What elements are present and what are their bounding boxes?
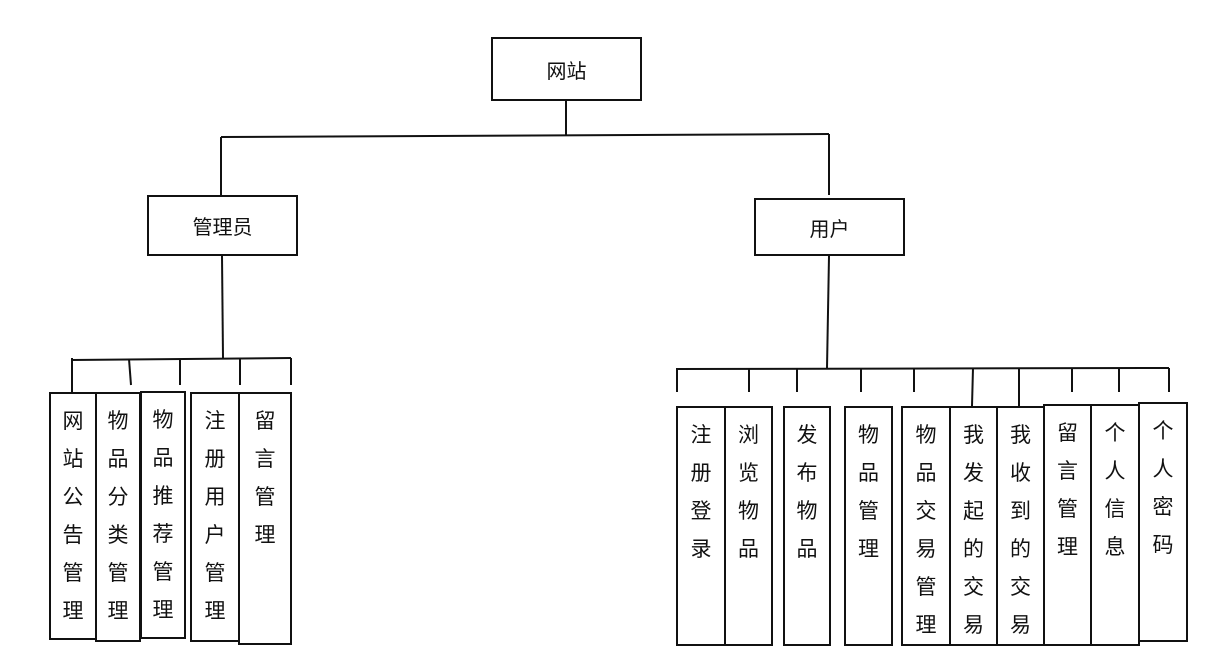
- leaf-node-admin: 注 册 用 户 管 理: [190, 392, 240, 642]
- leaf-node-label: 我 发 起 的 交 易: [963, 423, 984, 637]
- connector-user-bar: [676, 367, 1170, 370]
- leaf-node-label: 网 站 公 告 管 理: [62, 409, 84, 623]
- connector-user-tick: [971, 367, 974, 407]
- leaf-node-label: 我 收 到 的 交 易: [1010, 423, 1031, 637]
- branch-node-user: 用户: [754, 198, 905, 256]
- leaf-node-user: 物 品 交 易 管 理: [901, 406, 951, 646]
- leaf-node-label: 注 册 用 户 管 理: [204, 409, 226, 623]
- leaf-node-admin: 网 站 公 告 管 理: [49, 392, 97, 640]
- leaf-node-user: 发 布 物 品: [783, 406, 831, 646]
- leaf-node-user: 物 品 管 理: [844, 406, 893, 646]
- leaf-node-label: 留 言 管 理: [254, 409, 276, 547]
- leaf-node-label: 物 品 管 理: [858, 423, 879, 561]
- leaf-node-user: 注 册 登 录: [676, 406, 726, 646]
- root-node-website: 网站: [491, 37, 642, 101]
- leaf-node-label: 物 品 推 荐 管 理: [152, 408, 174, 622]
- connector-admin-tick: [128, 358, 132, 386]
- branch-node-label: 用户: [809, 216, 850, 241]
- leaf-node-user: 个 人 密 码: [1138, 402, 1188, 642]
- connector-user-down: [826, 255, 830, 369]
- branch-node-admin: 管理员: [147, 195, 298, 256]
- leaf-node-label: 个 人 信 息: [1104, 421, 1126, 559]
- connector-top-bar: [220, 133, 830, 138]
- leaf-node-label: 个 人 密 码: [1152, 419, 1174, 557]
- leaf-node-user: 我 发 起 的 交 易: [949, 406, 998, 646]
- connector-admin-bar: [71, 357, 292, 361]
- leaf-node-admin: 物 品 分 类 管 理: [95, 392, 141, 642]
- branch-node-label: 管理员: [192, 215, 253, 239]
- leaf-node-label: 浏 览 物 品: [738, 423, 759, 561]
- leaf-node-label: 物 品 分 类 管 理: [107, 409, 129, 623]
- connector-admin-down: [221, 255, 224, 359]
- leaf-node-admin: 物 品 推 荐 管 理: [140, 391, 186, 639]
- root-node-label: 网站: [546, 58, 587, 83]
- leaf-node-user: 我 收 到 的 交 易: [996, 406, 1045, 646]
- leaf-node-label: 发 布 物 品: [796, 423, 818, 561]
- leaf-node-label: 物 品 交 易 管 理: [915, 423, 937, 637]
- leaf-node-admin: 留 言 管 理: [238, 392, 292, 645]
- leaf-node-user: 浏 览 物 品: [724, 406, 773, 646]
- leaf-node-user: 个 人 信 息: [1090, 404, 1140, 646]
- leaf-node-user: 留 言 管 理: [1043, 404, 1092, 646]
- leaf-node-label: 留 言 管 理: [1057, 421, 1078, 559]
- leaf-node-label: 注 册 登 录: [690, 423, 712, 561]
